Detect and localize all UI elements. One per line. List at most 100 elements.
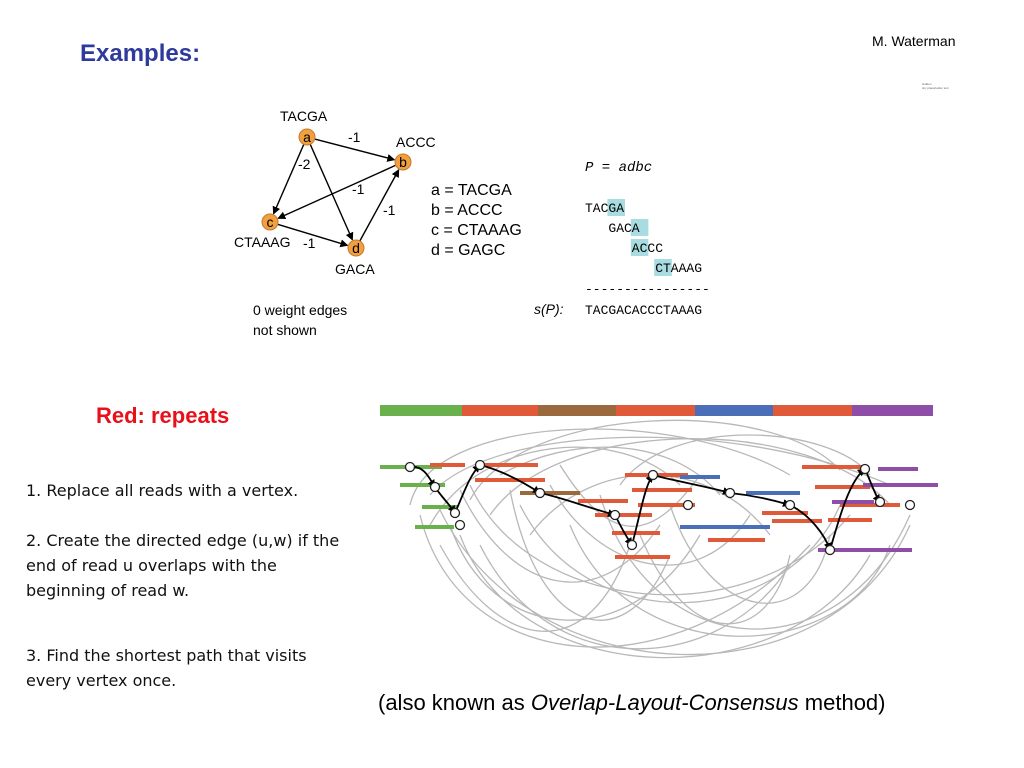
read-vertex-9 (647, 469, 659, 481)
svg-text:ACCC: ACCC (632, 241, 663, 256)
read-vertex-10 (682, 499, 694, 511)
node-label-c-seq: CTAAAG (234, 234, 291, 250)
read-vertex-12 (784, 499, 796, 511)
overlap-edge-16 (429, 446, 681, 526)
alignment-row-4: CTAAAG (654, 259, 702, 276)
node-label-a-seq: TACGA (280, 108, 328, 124)
alignment-row-1: TACGA (585, 199, 625, 216)
step-1: 1. Replace all reads with a vertex. (26, 481, 299, 500)
read-vertex-6 (534, 487, 546, 499)
read-15 (632, 488, 692, 492)
svg-text:GACA: GACA (608, 221, 639, 236)
overlap-edge-20 (669, 504, 831, 604)
tiny-note-line-1: Hidden (922, 82, 932, 86)
legend-a: a = TACGA (431, 182, 512, 199)
read-vertex-8 (626, 539, 638, 551)
zero-weight-note-2: not shown (253, 322, 317, 338)
read-11 (595, 513, 652, 517)
node-d: d (347, 239, 365, 257)
read-13 (615, 555, 670, 559)
read-18 (680, 525, 770, 529)
read-3 (422, 505, 458, 509)
read-vertex-5 (474, 459, 486, 471)
edge-a-b (314, 138, 396, 162)
read-29 (863, 483, 938, 487)
read-vertex-2 (429, 481, 441, 493)
alignment-dashes: ---------------- (585, 282, 710, 297)
overlap-edge-2 (419, 514, 811, 648)
repeat-assembly-graph (380, 405, 938, 659)
read-17 (680, 475, 720, 479)
genome-segment-6 (773, 405, 852, 416)
assembly-path-edge-6 (614, 514, 633, 546)
genome-segment-7 (852, 405, 933, 416)
read-21 (762, 511, 808, 515)
read-4 (415, 525, 454, 529)
edge-weight-ab: -1 (348, 129, 361, 145)
genome-segment-4 (616, 405, 695, 416)
assembly-path-edge-4 (479, 464, 541, 494)
read-19 (708, 538, 765, 542)
path-label: P = adbc (585, 160, 652, 176)
overlap-edge-18 (619, 434, 871, 486)
legend-c: c = CTAAAG (431, 222, 522, 239)
genome-segment-2 (462, 405, 538, 416)
read-vertex-7 (609, 509, 621, 521)
consensus-sequence: TACGACACCCTAAAG (585, 303, 702, 318)
read-vertex-13 (824, 544, 836, 556)
read-vertices (404, 459, 916, 556)
assembly-path-edge-5 (539, 492, 616, 517)
edge-weight-db: -1 (383, 202, 396, 218)
assembly-path-edge-11 (829, 468, 866, 551)
read-26 (840, 503, 900, 507)
legend-d: d = GAGC (431, 242, 505, 259)
overlap-edge-23 (639, 534, 791, 625)
step-2: 2. Create the directed edge (u,w) if the… (26, 531, 340, 600)
read-vertex-16 (904, 499, 916, 511)
edge-weight-bc: -1 (352, 181, 365, 197)
legend-b: b = ACCC (431, 202, 503, 219)
overlap-edge-3 (449, 524, 701, 621)
read-vertex-11 (724, 487, 736, 499)
alignment-rows: TACGA GACA ACCC CTAAAG (585, 199, 702, 276)
read-8 (495, 478, 545, 482)
alignment-row-2: GACA (608, 219, 649, 236)
svg-text:d: d (352, 240, 360, 256)
overlap-edge-12 (569, 524, 891, 637)
node-label-d-seq: GACA (335, 261, 375, 277)
svg-text:c: c (267, 214, 274, 230)
overlap-edge-17 (479, 544, 791, 650)
read-23 (802, 465, 862, 469)
edge-weight-ac: -2 (298, 156, 311, 172)
read-6 (478, 463, 538, 467)
node-a: a (298, 128, 316, 146)
author-credit: M. Waterman (872, 33, 956, 49)
node-b: b (394, 153, 412, 171)
graph-edges (272, 138, 400, 248)
overlap-edge-9 (519, 504, 841, 604)
edge-c-d (277, 223, 349, 248)
read-16 (638, 503, 695, 507)
read-vertex-3 (449, 507, 461, 519)
tiny-note-line-2: tiny placeholder text (922, 86, 949, 90)
edge-d-b (359, 169, 400, 242)
read-20 (746, 491, 800, 495)
read-2 (400, 483, 445, 487)
read-24 (815, 485, 870, 489)
read-27 (818, 548, 912, 552)
read-25 (828, 518, 872, 522)
read-5 (430, 463, 465, 467)
read-10 (578, 499, 628, 503)
read-vertex-15 (874, 496, 886, 508)
method-note: (also known as Overlap-Layout-Consensus … (378, 690, 886, 716)
read-vertex-1 (404, 461, 416, 473)
method-note-prefix: (also known as (378, 690, 531, 715)
overlap-edge-13 (459, 489, 661, 583)
read-30 (832, 500, 874, 504)
assembly-path-edge-8 (652, 474, 731, 495)
edge-a-c (272, 144, 305, 215)
read-vertex-14 (859, 463, 871, 475)
read-28 (878, 467, 918, 471)
edge-a-d (309, 144, 354, 241)
method-name: Overlap-Layout-Consensus (530, 690, 799, 715)
